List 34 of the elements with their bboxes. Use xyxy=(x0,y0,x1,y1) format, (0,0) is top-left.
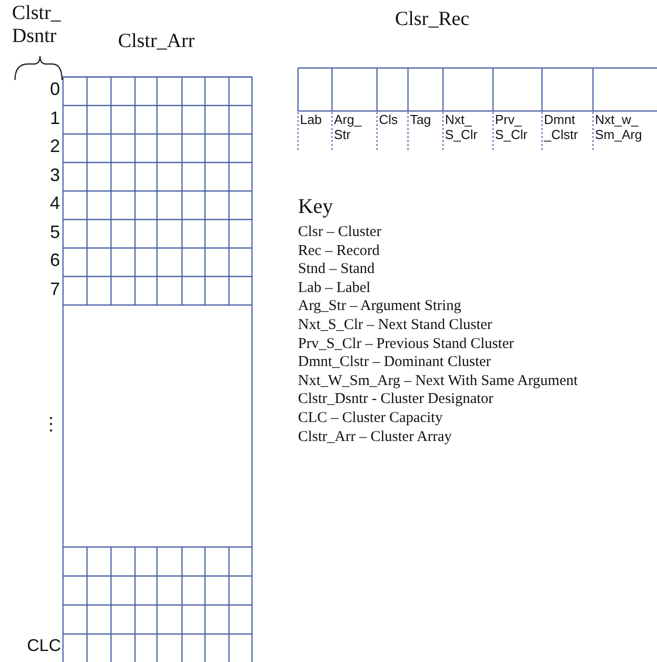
ellipsis: ⋮ xyxy=(41,414,60,435)
field-label: Cls xyxy=(379,113,399,128)
key-entry: Prv_S_Clr – Previous Stand Cluster xyxy=(298,336,514,353)
row-index: 7 xyxy=(48,278,60,300)
row-index: 3 xyxy=(48,164,60,186)
field-label: Tag xyxy=(410,113,432,128)
field-label: Arg_ Str xyxy=(334,113,363,143)
key-entry: Nxt_W_Sm_Arg – Next With Same Argument xyxy=(298,372,578,390)
key-entry: Lab – Label xyxy=(298,280,370,298)
row-index: 0 xyxy=(48,79,60,100)
key-heading: Key xyxy=(298,194,334,218)
key-entry: Stnd – Stand xyxy=(298,261,375,278)
field-label: Prv_ S_Clr xyxy=(495,113,529,143)
field-label: Nxt_w_ Sm_Arg xyxy=(595,113,643,143)
row-index: CLC xyxy=(26,636,61,656)
key-entry: Rec – Record xyxy=(298,242,380,260)
key-entry: CLC – Cluster Capacity xyxy=(298,410,443,428)
key-entry: Clstr_Arr – Cluster Array xyxy=(298,428,452,446)
row-index: 4 xyxy=(48,193,60,214)
key-entry: Nxt_S_Clr – Next Stand Cluster xyxy=(298,317,492,334)
row-index: 6 xyxy=(48,250,60,271)
field-label: Dmnt _Clstr xyxy=(544,113,579,143)
field-label: Lab xyxy=(300,113,323,128)
row-index: 1 xyxy=(48,108,60,128)
row-index: 2 xyxy=(48,136,60,157)
key-entry: Arg_Str – Argument String xyxy=(298,298,462,316)
key-entry: Clstr_Dsntr - Cluster Designator xyxy=(298,391,494,409)
record-title: Clsr_Rec xyxy=(395,8,470,31)
key-entry: Dmnt_Clstr – Dominant Cluster xyxy=(298,354,491,372)
field-label: Nxt_ S_Clr xyxy=(445,113,479,143)
designator-label: Clstr_ Dsntr xyxy=(12,2,62,48)
key-entry: Clsr – Cluster xyxy=(298,224,382,242)
array-title: Clstr_Arr xyxy=(118,30,196,53)
row-index: 5 xyxy=(48,222,60,242)
